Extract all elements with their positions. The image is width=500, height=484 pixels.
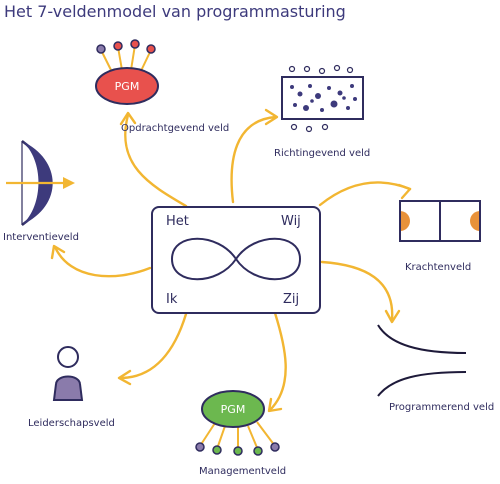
krachten-field: Krachtenveld (399, 200, 481, 273)
bow-limb (22, 141, 53, 225)
label-richtingevend: Richtingevend veld (274, 148, 370, 159)
stakeholder-dot (96, 44, 106, 54)
leiderschap-field: Leiderschapsveld (28, 346, 115, 429)
stakeholder-dot (130, 39, 140, 49)
arrow-to-krachten (318, 181, 412, 207)
pgm-top-ellipse (95, 67, 159, 105)
pgm-top-label: PGM (115, 80, 140, 93)
person-head-icon (57, 346, 79, 368)
management-field: PGM Managementveld (195, 390, 286, 477)
label-programmerend: Programmerend veld (389, 402, 494, 413)
arrow-head-richtingevend (264, 108, 279, 126)
arrows (50, 108, 412, 413)
opdrachtgevend-field: PGM Opdrachtgevend veld (95, 39, 229, 134)
goal-right-icon (470, 211, 480, 231)
quadrant-ik: Ik (166, 292, 178, 307)
arrow-head-krachten (397, 183, 412, 200)
arrow-head-opdrachtgevend (119, 111, 137, 126)
goal-left-icon (400, 211, 410, 231)
curve-top (377, 324, 467, 354)
person-body-icon (52, 375, 84, 401)
arrow-to-interventie (53, 245, 152, 278)
curve-bottom (377, 371, 467, 397)
direction-box (281, 76, 364, 120)
stakeholder-dot (146, 44, 156, 54)
quadrant-wij: Wij (281, 214, 301, 229)
quadrant-het: Het (166, 214, 189, 229)
infinity-symbol (170, 237, 302, 281)
team-dot (195, 442, 205, 452)
label-interventie: Interventieveld (3, 232, 79, 243)
arrow-head-programmerend (384, 309, 401, 324)
richtingevend-field: Richtingevend veld (274, 64, 370, 159)
arrow-head-leiderschap (117, 369, 132, 386)
direction-dots (290, 84, 357, 112)
label-management: Managementveld (199, 466, 286, 477)
team-dot (212, 445, 222, 455)
pgm-bottom-label: PGM (221, 403, 246, 416)
arrow-head-management (267, 397, 283, 413)
team-dot (270, 442, 280, 452)
pgm-bottom-connectors (199, 421, 276, 451)
stakeholder-dot (113, 41, 123, 51)
arrow-tip-icon (63, 177, 75, 189)
label-leiderschap: Leiderschapsveld (28, 418, 115, 429)
interventie-field: Interventieveld (3, 139, 79, 243)
arrow-to-programmerend (320, 260, 394, 322)
label-opdrachtgevend: Opdrachtgevend veld (121, 123, 229, 134)
arrow-to-richtingevend (230, 115, 278, 204)
team-dot (253, 446, 263, 456)
diagram-title: Het 7-veldenmodel van programmasturing (4, 2, 346, 21)
programmerend-field: Programmerend veld (377, 324, 494, 413)
label-krachten: Krachtenveld (405, 262, 471, 273)
pgm-bottom-ellipse (201, 390, 265, 428)
quadrant-zij: Zij (283, 292, 299, 307)
center-box: Het Wij Ik Zij (151, 206, 321, 314)
arrow-head-interventie (50, 244, 66, 260)
arrow-to-opdrachtgevend (124, 113, 188, 208)
team-dot (233, 446, 243, 456)
arrow-to-management (268, 311, 287, 412)
arrow-to-leiderschap (118, 312, 188, 380)
